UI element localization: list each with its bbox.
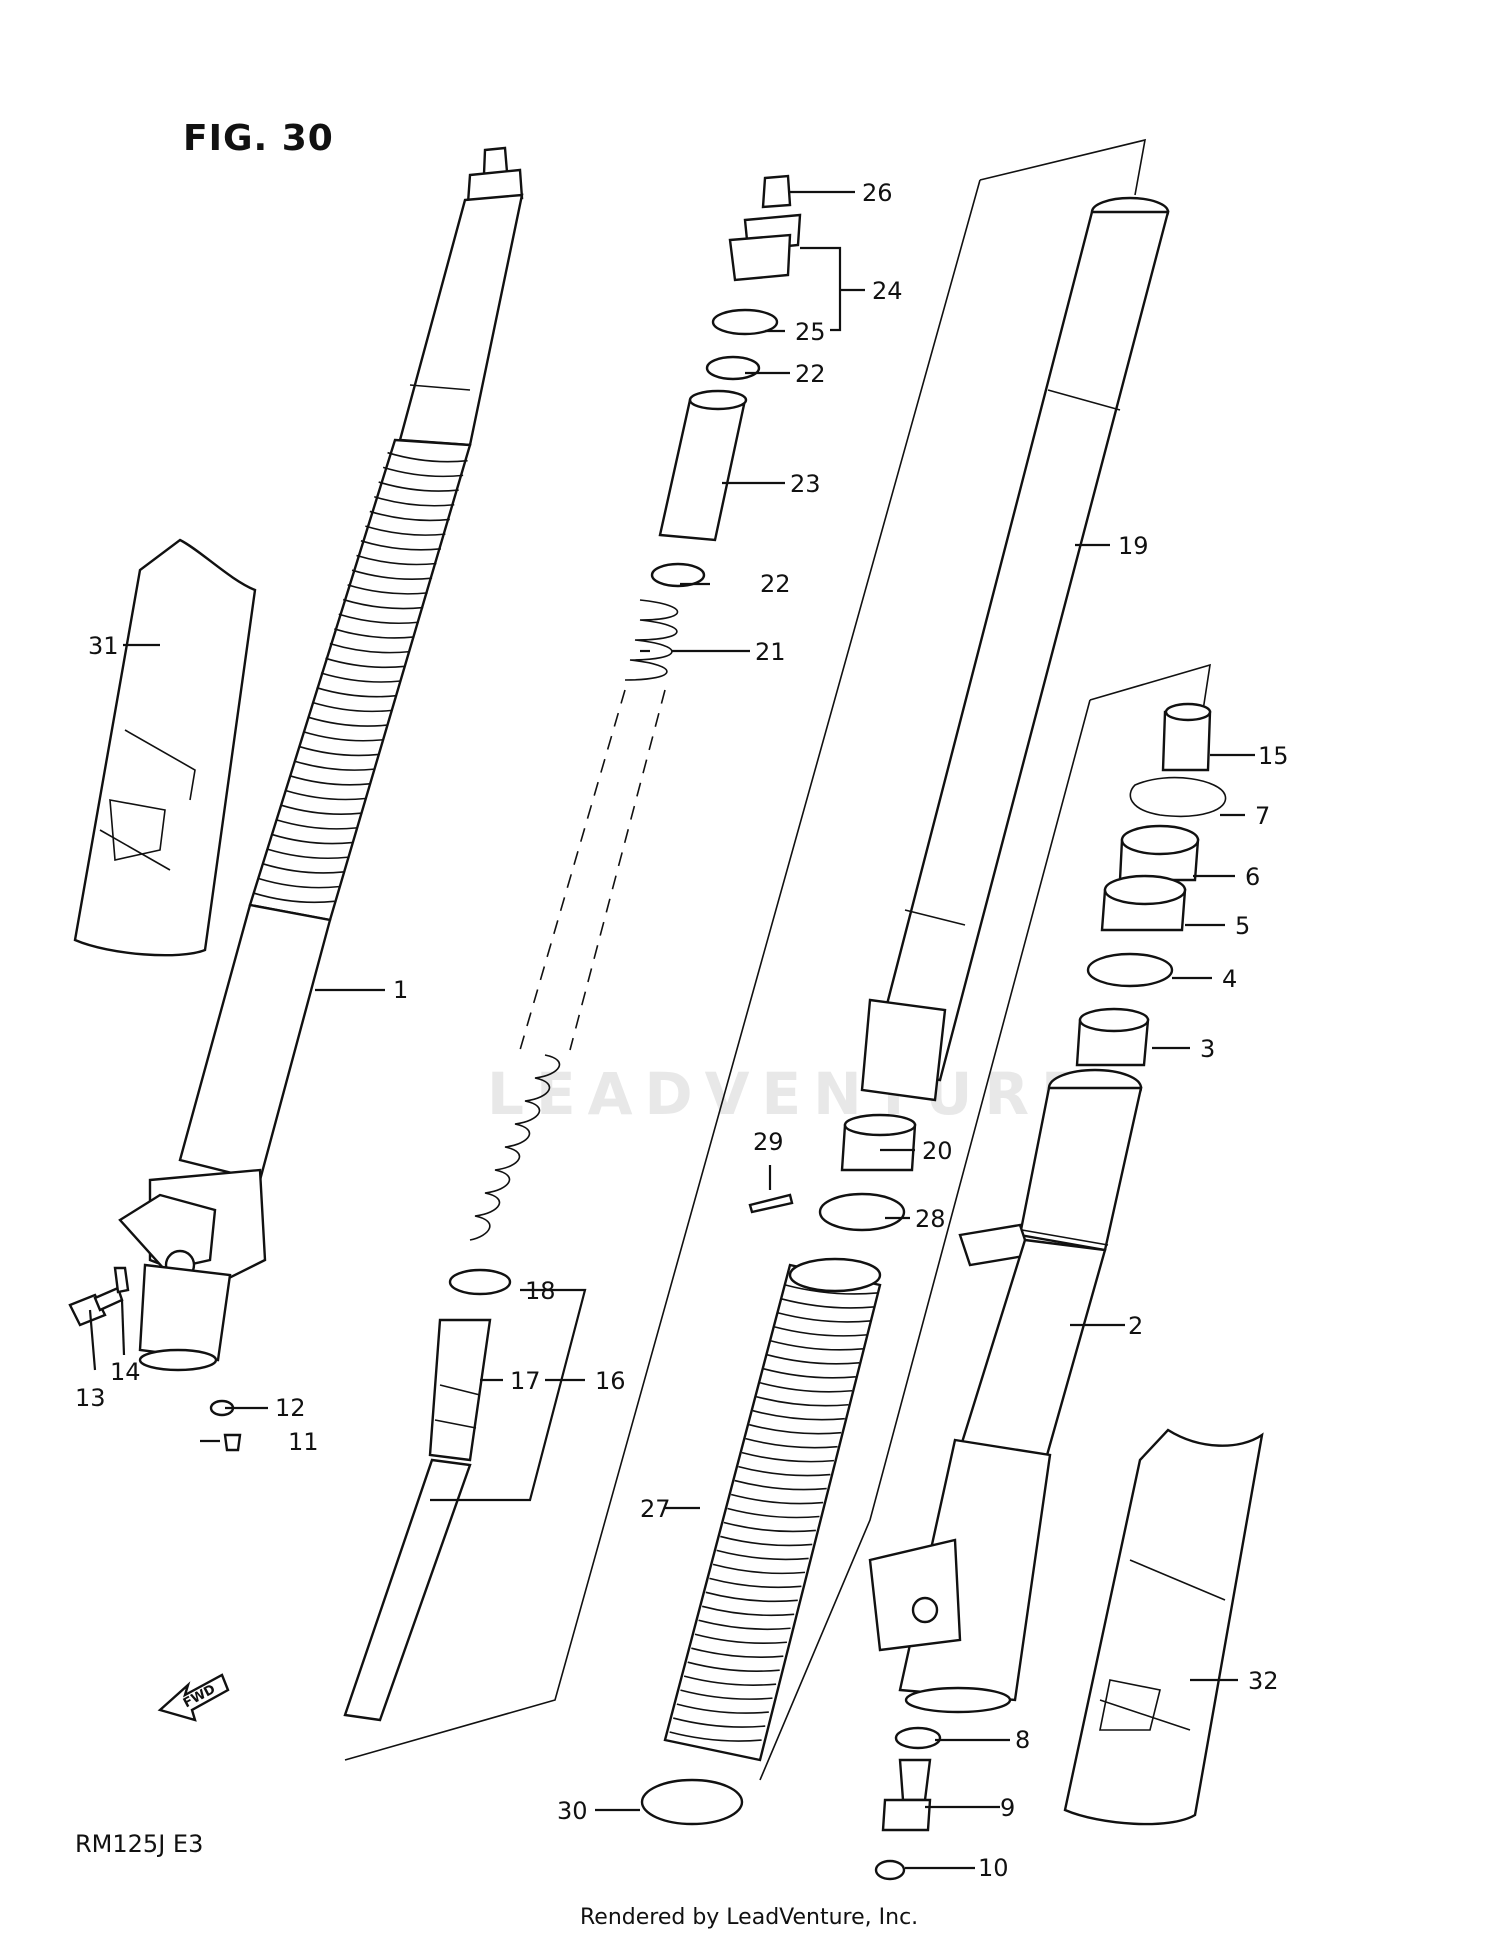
part-label-29: 29: [753, 1128, 784, 1156]
part-label-12: 12: [275, 1394, 306, 1422]
part-label-6: 6: [1245, 863, 1260, 891]
part-label-9: 9: [1000, 1794, 1015, 1822]
figure-title: FIG. 30: [183, 118, 334, 159]
part-label-10: 10: [978, 1854, 1009, 1882]
inner-tube-assembly: [344, 138, 1170, 1761]
footer-credit: Rendered by LeadVenture, Inc.: [580, 1905, 919, 1930]
leader-lines: [88, 190, 1255, 1870]
part-label-24: 24: [872, 277, 903, 305]
part-label-28: 28: [915, 1205, 946, 1233]
part-label-11: 11: [288, 1428, 319, 1456]
fork-guard-left: [73, 538, 257, 957]
fork-guard-right: [1063, 1428, 1264, 1826]
part-label-27: 27: [640, 1495, 671, 1523]
part-label-16: 16: [595, 1367, 626, 1395]
part-label-5: 5: [1235, 912, 1250, 940]
part-label-8: 8: [1015, 1726, 1030, 1754]
fork-boot-center: [640, 1257, 882, 1826]
part-label-13: 13: [75, 1384, 106, 1412]
part-label-31: 31: [88, 632, 119, 660]
part-labels: 1 2 3 4 5 6 7 8 9 10 11 12 13 14 15 16 1…: [75, 179, 1289, 1882]
part-label-17: 17: [510, 1367, 541, 1395]
part-label-30: 30: [557, 1797, 588, 1825]
small-parts-center: [748, 1113, 917, 1232]
small-fasteners-left: [68, 1266, 242, 1452]
watermark: LEADVENTURE: [487, 1060, 1093, 1128]
part-label-20: 20: [922, 1137, 953, 1165]
part-label-18: 18: [525, 1277, 556, 1305]
part-label-14: 14: [110, 1358, 141, 1386]
outer-tube-assembly-left: [118, 146, 524, 1372]
model-code: RM125J E3: [75, 1830, 204, 1858]
part-label-22a: 22: [760, 570, 791, 598]
part-label-2: 2: [1128, 1312, 1143, 1340]
part-label-25: 25: [795, 318, 826, 346]
part-label-22b: 22: [795, 360, 826, 388]
part-label-23: 23: [790, 470, 821, 498]
part-label-26: 26: [862, 179, 893, 207]
fwd-arrow-icon: FWD: [157, 1673, 230, 1722]
outer-tube-assembly-right: [759, 663, 1227, 1881]
part-label-19: 19: [1118, 532, 1149, 560]
part-label-21: 21: [755, 638, 786, 666]
part-label-1: 1: [393, 976, 408, 1004]
part-label-15: 15: [1258, 742, 1289, 770]
part-label-4: 4: [1222, 965, 1237, 993]
part-label-32: 32: [1248, 1667, 1279, 1695]
damper-rod-assembly: [343, 174, 802, 1722]
part-label-7: 7: [1255, 802, 1270, 830]
part-label-3: 3: [1200, 1035, 1215, 1063]
